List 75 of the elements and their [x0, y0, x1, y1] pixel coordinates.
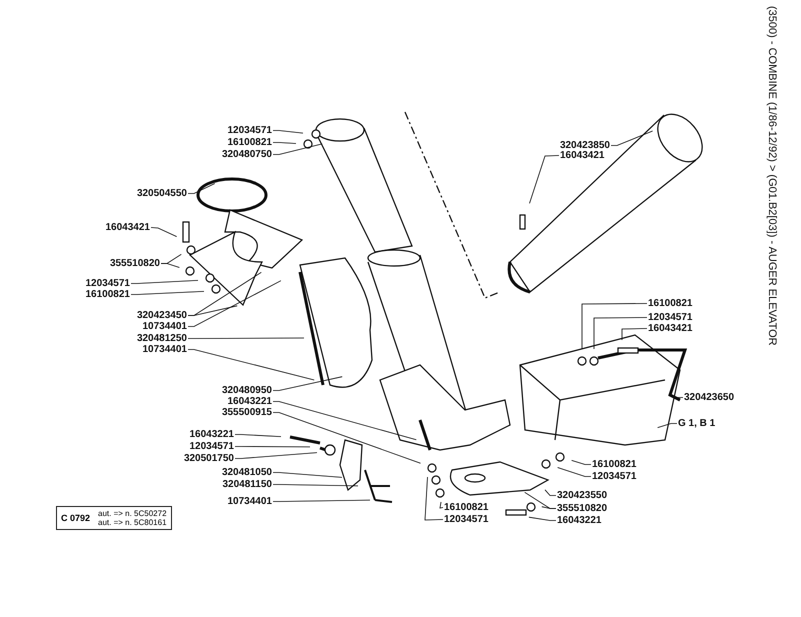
- leader-line: [272, 484, 358, 486]
- part-number: 10734401: [142, 321, 187, 332]
- leader-line: [234, 434, 282, 437]
- leader-line: [188, 183, 216, 194]
- leader-line: [657, 423, 678, 428]
- part-number: 16043221: [190, 429, 234, 440]
- leader-line: [188, 349, 315, 380]
- leader-line: [571, 460, 592, 465]
- leader-line: [188, 272, 262, 316]
- leader-line: [675, 397, 684, 398]
- serial-note: aut. => n. 5C80161: [98, 518, 167, 527]
- leader-line: [272, 376, 343, 391]
- part-number: 320423550: [557, 490, 608, 501]
- part-number: 12034571: [444, 514, 488, 525]
- part-number: 16100821: [444, 502, 488, 513]
- part-number: 320481050: [222, 467, 272, 478]
- leader-line: [188, 280, 282, 327]
- part-number: 12034571: [228, 125, 272, 136]
- leader-line: [557, 467, 592, 477]
- leader-line: [272, 142, 296, 144]
- leader-line: [130, 280, 198, 284]
- part-number: 355500915: [222, 407, 272, 418]
- part-number: 12034571: [190, 441, 234, 452]
- part-number: 10734401: [228, 496, 272, 507]
- leader-line: [234, 452, 318, 459]
- leader-line: [524, 492, 556, 509]
- part-number: 12034571: [648, 312, 692, 323]
- drawing-code: C 0792: [61, 513, 90, 523]
- part-number: 16100821: [228, 137, 272, 148]
- part-number: 320423850: [560, 140, 610, 151]
- part-number: 355510820: [110, 258, 160, 269]
- serial-note: aut. => n. 5C50272: [98, 509, 167, 518]
- part-number: 320501750: [184, 453, 234, 464]
- leader-line: [160, 263, 180, 268]
- part-number: 320423450: [136, 310, 187, 321]
- part-number: 16100821: [648, 298, 692, 309]
- part-number: 320423650: [684, 392, 734, 403]
- part-number: 355510820: [557, 503, 608, 514]
- note-box: [56, 506, 172, 530]
- leader-line: [424, 476, 444, 520]
- part-number: 16100821: [592, 459, 636, 470]
- leader-line: [440, 502, 444, 508]
- part-number: 16100821: [86, 289, 130, 300]
- part-number: 320480750: [222, 149, 272, 160]
- leader-line: [130, 291, 204, 295]
- leader-line: [610, 130, 653, 146]
- leader-line: [234, 446, 310, 448]
- leader-line: [529, 155, 560, 204]
- part-number: 16043221: [228, 396, 272, 407]
- part-number: 320481250: [136, 333, 187, 344]
- leader-line: [272, 472, 342, 478]
- part-number: G 1, B 1: [678, 418, 716, 429]
- part-number: 10734401: [142, 344, 187, 355]
- part-number: 12034571: [86, 278, 130, 289]
- part-number: 12034571: [592, 471, 636, 482]
- part-number: 320480950: [222, 385, 272, 396]
- title: (3500) - COMBINE (1/86-12/92) > (G01.B2[03]) - AUGER ELEVATOR: [766, 6, 778, 346]
- leader-line: [272, 130, 304, 134]
- leader-line: [150, 227, 178, 237]
- leader-line: [594, 317, 648, 350]
- leader-line: [272, 500, 370, 502]
- part-number: 320481150: [222, 479, 272, 490]
- leader-line: [544, 489, 556, 496]
- leader-line: [622, 328, 648, 340]
- part-number: 320504550: [136, 188, 187, 199]
- part-number: 16043221: [557, 515, 602, 526]
- leader-line: [272, 144, 323, 155]
- leader-line: [272, 401, 417, 440]
- leader-line: [272, 412, 421, 464]
- part-number: 16043421: [106, 222, 150, 233]
- part-number: 16043421: [648, 323, 692, 334]
- part-number: 16043421: [560, 150, 604, 161]
- leader-line: [582, 303, 648, 350]
- leader-line: [528, 516, 556, 521]
- leader-line: [188, 338, 304, 339]
